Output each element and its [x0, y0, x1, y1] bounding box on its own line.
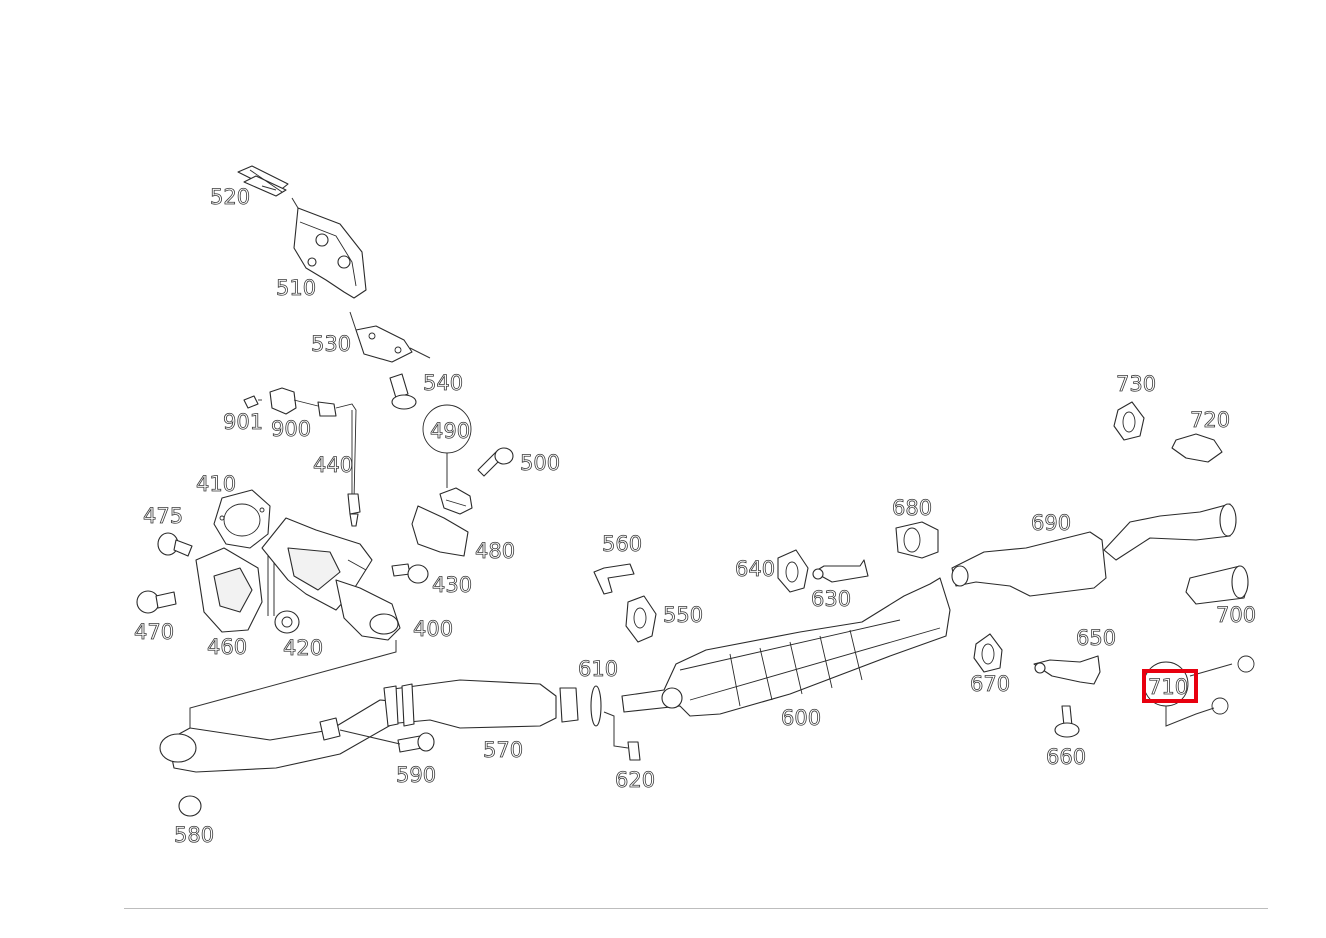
label-490[interactable]: 490: [430, 419, 471, 444]
part-690-rear-muffler[interactable]: [951, 503, 1237, 597]
part-550-rubber-mount[interactable]: [625, 595, 657, 643]
part-560-bracket[interactable]: [593, 563, 635, 595]
part-680-clamp[interactable]: [895, 521, 939, 559]
label-460[interactable]: 460: [207, 635, 248, 660]
part-660-bolt[interactable]: [1054, 705, 1080, 738]
part-510-heat-shield[interactable]: [293, 207, 367, 299]
part-440-oxygen-sensor[interactable]: [317, 401, 361, 527]
label-500[interactable]: 500: [520, 451, 561, 476]
label-900[interactable]: 900: [271, 417, 312, 442]
label-620[interactable]: 620: [615, 768, 656, 793]
part-400-manifold-catalyst[interactable]: [261, 517, 401, 641]
label-660[interactable]: 660: [1046, 745, 1087, 770]
label-520[interactable]: 520: [210, 185, 251, 210]
footer-divider: [124, 908, 1268, 909]
label-710[interactable]: 710: [1148, 675, 1189, 700]
part-430-bolt[interactable]: [391, 563, 429, 584]
label-480[interactable]: 480: [475, 539, 516, 564]
label-700[interactable]: 700: [1216, 603, 1257, 628]
part-650-hanger[interactable]: [1033, 655, 1101, 685]
label-901[interactable]: 901: [223, 410, 264, 435]
leader-530: [349, 311, 431, 359]
label-430[interactable]: 430: [432, 573, 473, 598]
part-590-bolt[interactable]: [397, 732, 435, 753]
label-680[interactable]: 680: [892, 496, 933, 521]
part-530-bracket[interactable]: [355, 325, 413, 363]
part-410-gasket[interactable]: [213, 489, 271, 549]
highlight-box-710: [1142, 669, 1198, 703]
part-730-rubber-mount[interactable]: [1113, 401, 1145, 441]
label-650[interactable]: 650: [1076, 626, 1117, 651]
part-710-clips[interactable]: [1211, 655, 1255, 715]
label-420[interactable]: 420: [283, 636, 324, 661]
label-690[interactable]: 690: [1031, 511, 1072, 536]
label-720[interactable]: 720: [1190, 408, 1231, 433]
part-640-rubber-mount[interactable]: [777, 549, 809, 593]
label-540[interactable]: 540: [423, 371, 464, 396]
part-700-tailpipe-tip[interactable]: [1185, 565, 1249, 605]
leader-590: [339, 729, 401, 745]
part-600-middle-muffler[interactable]: [621, 577, 951, 717]
label-570[interactable]: 570: [483, 738, 524, 763]
part-475-bolt[interactable]: [157, 532, 193, 557]
part-520-strap[interactable]: [237, 165, 289, 197]
label-670[interactable]: 670: [970, 672, 1011, 697]
label-730[interactable]: 730: [1116, 372, 1157, 397]
part-480-shield[interactable]: [411, 505, 469, 557]
label-510[interactable]: 510: [276, 276, 317, 301]
label-640[interactable]: 640: [735, 557, 776, 582]
part-540-bolt[interactable]: [389, 373, 417, 410]
part-470-bolt[interactable]: [136, 590, 177, 614]
label-630[interactable]: 630: [811, 587, 852, 612]
label-470[interactable]: 470: [134, 620, 175, 645]
part-620-clamp[interactable]: [627, 741, 641, 761]
part-900-connector[interactable]: [269, 387, 319, 415]
label-530[interactable]: 530: [311, 332, 352, 357]
part-490-callout-circle: [422, 404, 472, 488]
label-410[interactable]: 410: [196, 472, 237, 497]
part-610-gasket[interactable]: [590, 685, 602, 727]
label-580[interactable]: 580: [174, 823, 215, 848]
label-400[interactable]: 400: [413, 617, 454, 642]
part-460-heat-shield[interactable]: [195, 547, 263, 633]
part-490-clip[interactable]: [439, 487, 473, 515]
part-570-catalyst[interactable]: [383, 679, 579, 729]
part-670-rubber-mount[interactable]: [973, 633, 1003, 673]
label-550[interactable]: 550: [663, 603, 704, 628]
leader-510: [291, 197, 299, 209]
leader-620: [603, 711, 629, 749]
part-720-bracket[interactable]: [1171, 433, 1223, 463]
label-590[interactable]: 590: [396, 763, 437, 788]
label-610[interactable]: 610: [578, 657, 619, 682]
leader-520: [261, 185, 277, 191]
label-440[interactable]: 440: [313, 453, 354, 478]
part-420-nut[interactable]: [274, 610, 300, 634]
part-500-screw[interactable]: [477, 447, 514, 477]
leader-400: [189, 640, 397, 740]
label-600[interactable]: 600: [781, 706, 822, 731]
label-475[interactable]: 475: [143, 504, 184, 529]
label-560[interactable]: 560: [602, 532, 643, 557]
part-580-grommet[interactable]: [178, 795, 202, 817]
part-630-hanger[interactable]: [812, 559, 869, 583]
part-901-plug[interactable]: [243, 395, 262, 409]
